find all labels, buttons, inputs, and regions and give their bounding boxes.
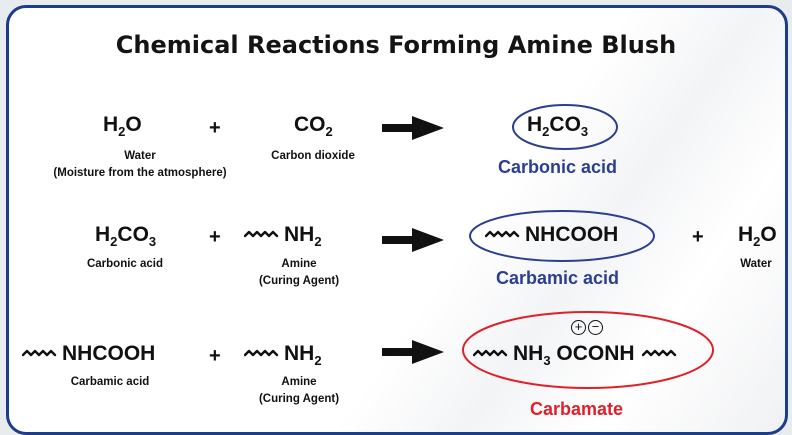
r1-plus: +	[209, 117, 221, 139]
negative-charge-icon: −	[588, 320, 603, 335]
r1-water-label: Water (Moisture from the atmosphere)	[53, 150, 227, 179]
r3-carbamic-acid-label: Carbamic acid	[70, 376, 150, 388]
reaction-2-arrow	[382, 228, 444, 252]
r1-water-formula: H2O	[103, 113, 142, 139]
r3-amine-formula: NH2	[244, 342, 322, 367]
polymer-chain-icon	[22, 349, 57, 357]
r1-co2-label: Carbon dioxide	[271, 150, 355, 162]
carbonic-acid-ellipse	[512, 104, 618, 150]
r2-water-formula: H2O	[738, 223, 777, 249]
r2-plus-1: +	[209, 226, 221, 248]
r3-carbamate-formula: NH3 OCONH	[473, 342, 682, 367]
r1-carbonic-acid-formula: H2CO3	[527, 113, 589, 139]
r1-co2-formula: CO2	[294, 113, 333, 139]
r2-carbamic-acid-formula: NHCOOH	[485, 223, 618, 247]
r3-carbamate-name: Carbamate	[530, 399, 624, 419]
positive-charge-icon: +	[571, 320, 586, 335]
r3-amine-label: Amine (Curing Agent)	[258, 376, 340, 405]
reaction-3-arrow	[382, 340, 444, 364]
r1-carbonic-acid-name: Carbonic acid	[498, 157, 618, 177]
r2-amine-label: Amine (Curing Agent)	[258, 258, 340, 287]
polymer-chain-icon	[244, 349, 279, 357]
r2-carbonic-acid-formula: H2CO3	[95, 223, 157, 249]
r2-carbamic-acid-name: Carbamic acid	[496, 268, 620, 288]
reaction-1-arrow	[382, 116, 444, 140]
r2-water-label: Water	[740, 258, 772, 270]
r3-carbamic-acid-formula: NHCOOH	[22, 342, 155, 366]
polymer-chain-icon	[485, 230, 520, 238]
r2-carbonic-acid-label: Carbonic acid	[86, 258, 164, 270]
polymer-chain-icon	[473, 349, 508, 357]
diagram-title: Chemical Reactions Forming Amine Blush	[115, 31, 677, 59]
overlay	[382, 104, 714, 389]
r2-plus-2: +	[692, 226, 704, 248]
polymer-chain-icon	[244, 230, 279, 238]
r3-plus: +	[209, 345, 221, 367]
diagram-panel	[6, 5, 788, 435]
carbamic-acid-ellipse	[469, 210, 655, 262]
r2-amine-formula: NH2	[244, 223, 322, 248]
polymer-chain-icon	[642, 349, 677, 357]
carbamate-ellipse	[462, 311, 714, 389]
